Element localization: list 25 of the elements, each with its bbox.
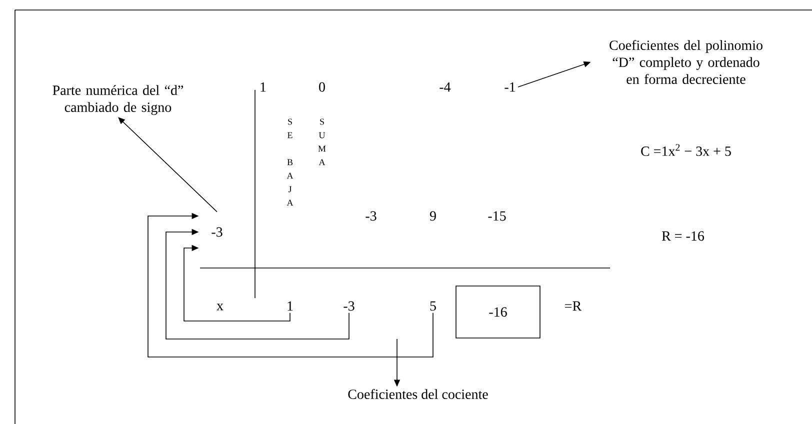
arrow bbox=[184, 244, 290, 322]
result-label: =R bbox=[565, 301, 582, 311]
formula: C =1x$^{2}$ − 3x + 5 bbox=[641, 144, 731, 156]
number: 5 bbox=[430, 301, 436, 311]
number: -15 bbox=[488, 211, 506, 221]
annotation-text: Parte numérica del “d” cambiado de signo bbox=[52, 85, 184, 115]
number: 1 bbox=[288, 301, 293, 311]
number: -3 bbox=[366, 211, 376, 221]
number: -3 bbox=[212, 227, 222, 237]
number: 9 bbox=[430, 211, 436, 221]
number: -3 bbox=[344, 301, 354, 311]
number: -4 bbox=[440, 82, 451, 92]
result-label: R = -16 bbox=[662, 231, 704, 241]
variable-label: x bbox=[216, 304, 224, 310]
stacked-word: SE BAJA bbox=[286, 118, 294, 206]
number: 1 bbox=[260, 82, 266, 92]
result-box: -16 bbox=[456, 286, 540, 338]
arrow bbox=[148, 212, 434, 358]
annotation-text: Coeficientes del polinomio “D” completo y ordenado en forma decreciente bbox=[610, 40, 762, 84]
number: -1 bbox=[504, 82, 515, 92]
arrow bbox=[118, 117, 218, 212]
arrow bbox=[166, 228, 350, 340]
number: 0 bbox=[319, 82, 325, 92]
stacked-word: SUMA bbox=[318, 118, 326, 166]
caption-text: Coeficientes del cociente bbox=[348, 389, 488, 399]
